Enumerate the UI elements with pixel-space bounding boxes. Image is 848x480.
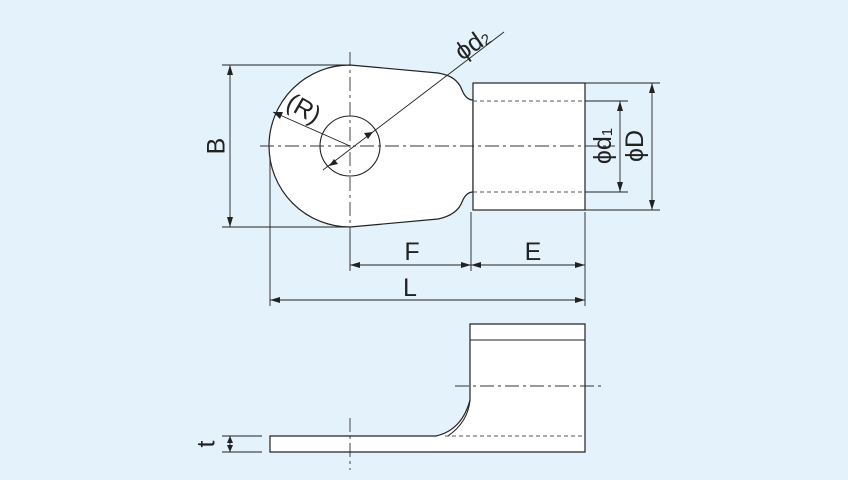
d1-arrow-top <box>617 101 623 111</box>
e-arrow-right <box>575 262 585 268</box>
label-f: F <box>404 238 419 266</box>
label-l: L <box>403 274 417 302</box>
label-phi-D: ϕD <box>621 130 649 162</box>
label-phi-d2: ϕd2 <box>449 22 495 66</box>
label-t: t <box>193 440 221 447</box>
b-arrow-bottom <box>227 217 233 227</box>
d2-leader <box>322 31 505 171</box>
bend-inner-curve <box>447 399 471 437</box>
l-arrow-right <box>575 297 585 303</box>
radius-arrow <box>273 112 283 119</box>
b-arrow-top <box>227 65 233 75</box>
label-b: B <box>203 138 231 155</box>
d2-arrow-inner <box>329 159 338 166</box>
f-arrow-left <box>350 262 360 268</box>
t-arrow-top <box>227 436 233 443</box>
D-arrow-bottom <box>649 200 655 210</box>
f-arrow-right <box>461 262 471 268</box>
radius-leader <box>272 111 351 147</box>
d2-arrow-outer <box>364 132 373 139</box>
l-arrow-left <box>270 297 280 303</box>
label-e: E <box>525 238 542 266</box>
e-arrow-left <box>471 262 481 268</box>
barrel <box>472 82 586 211</box>
d1-arrow-bottom <box>617 182 623 192</box>
t-arrow-bottom <box>227 445 233 452</box>
side-view: t <box>193 323 605 470</box>
D-arrow-top <box>649 83 655 93</box>
label-phi-d1: ϕd1 <box>589 128 617 164</box>
side-profile <box>269 323 586 453</box>
top-view: B (R) ϕd2 ϕd1 ϕD F E L <box>203 22 660 306</box>
